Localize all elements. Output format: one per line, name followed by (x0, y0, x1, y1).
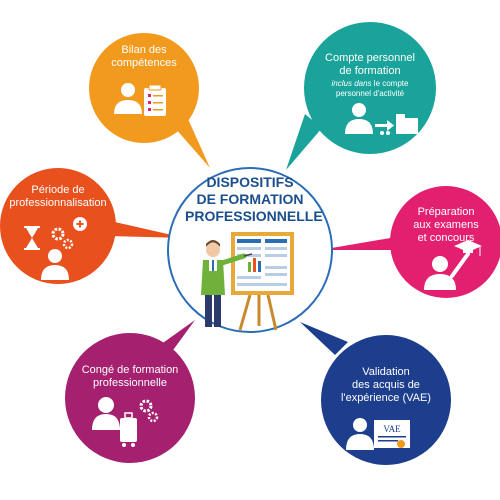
node-label-line: professionnelle (93, 377, 167, 389)
node-label-line: et concours (417, 232, 475, 244)
node-label-sub: inclus dans le compte (318, 79, 422, 89)
center-title: DISPOSITIFS DE FORMATION PROFESSIONNELLE (185, 174, 323, 225)
node-label-line: Période de (31, 184, 85, 196)
node-label-periode: Période de professionnalisation (6, 184, 110, 210)
node-label-line: aux examens (413, 219, 479, 231)
node-label-line: des acquis de (352, 379, 420, 391)
node-label-line: compétences (111, 57, 177, 69)
checklist-person-icon (114, 83, 166, 116)
connector-preparation (320, 236, 402, 250)
node-circle-periode (0, 168, 116, 284)
node-label-line: professionnalisation (9, 197, 107, 209)
node-label-compte: Compte personnel de formation inclus dan… (318, 52, 422, 98)
vae-certificate-text: VAE (383, 424, 401, 434)
node-circle-preparation (390, 186, 500, 298)
hourglass-gears-icon (24, 217, 87, 280)
connector-periode (106, 220, 185, 238)
node-circle-validation (321, 335, 451, 465)
node-label-conge: Congé de formation professionnelle (72, 364, 188, 390)
connector-compte (286, 114, 322, 170)
connector-validation (300, 322, 348, 355)
node-label-preparation: Préparation aux examens et concours (402, 206, 490, 245)
node-label-bilan: Bilan des compétences (99, 44, 189, 70)
center-title-line: PROFESSIONNELLE (185, 208, 323, 224)
graduate-icon (424, 240, 482, 290)
center-title-line: DE FORMATION (196, 191, 304, 207)
node-label-line: Préparation (417, 206, 475, 218)
node-label-line: Congé de formation (81, 364, 179, 376)
person-luggage-icon (92, 397, 159, 447)
node-label-line: Bilan des (121, 44, 167, 56)
node-label-sub-rest: le compte (371, 79, 409, 88)
node-label-sub-italic: inclus dans (331, 79, 372, 88)
node-label-sub-line2: personnel d'activité (335, 88, 405, 98)
node-label-line: de formation (339, 65, 401, 77)
node-circle-bilan (89, 33, 199, 143)
presenter-board-icon (201, 232, 294, 331)
node-circle-conge (65, 333, 195, 463)
person-folder-icon (345, 103, 418, 135)
center-title-line: DISPOSITIFS (206, 174, 294, 190)
node-label-line: Compte personnel (325, 52, 415, 64)
node-label-line: Validation (362, 366, 410, 378)
node-label-line: l'expérience (VAE) (341, 392, 431, 404)
vae-certificate-icon: VAE (346, 418, 410, 450)
node-label-validation: Validation des acquis de l'expérience (V… (331, 366, 441, 405)
